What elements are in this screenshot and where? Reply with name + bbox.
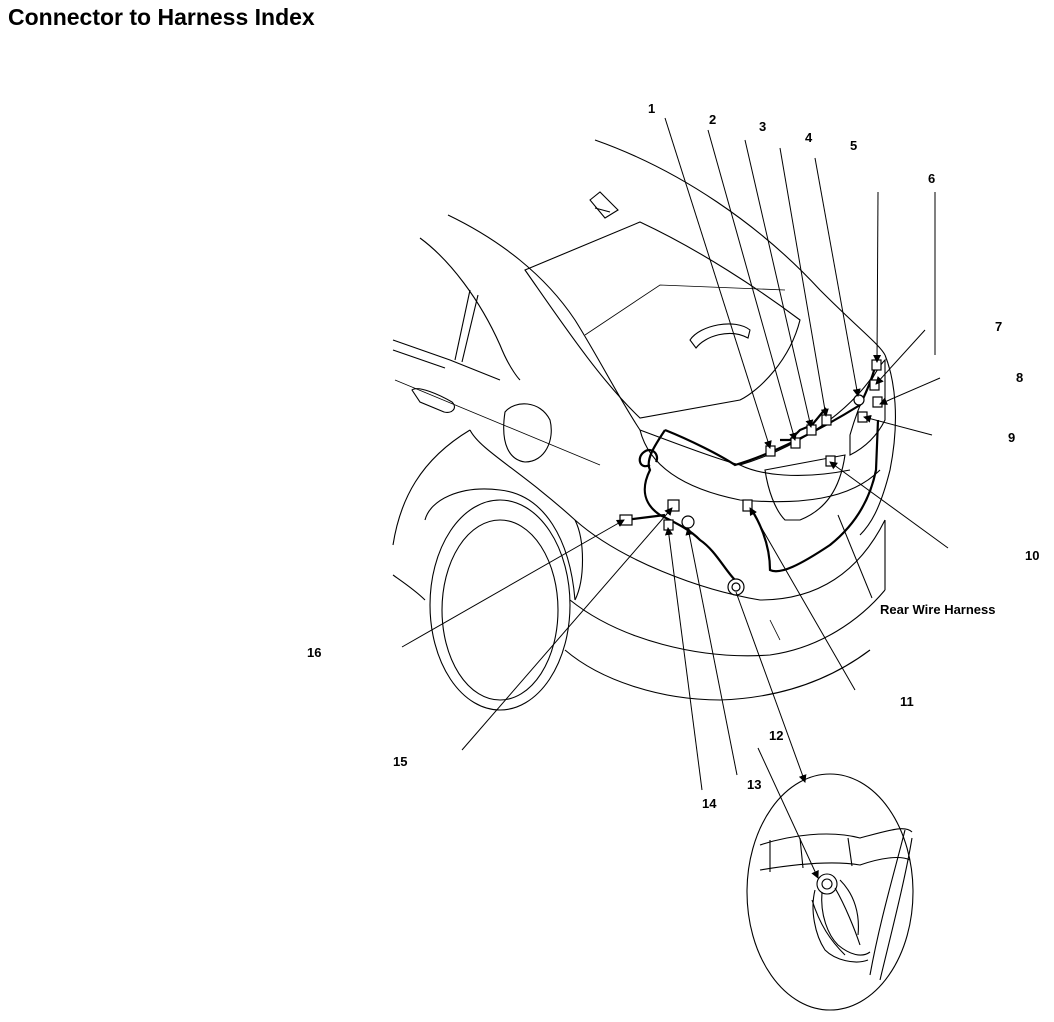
callout-4: 4 [805, 130, 813, 145]
vehicle-rear-outline-icon [392, 139, 896, 711]
callout-5: 5 [850, 138, 857, 153]
grommet-detail-icon [746, 773, 914, 1011]
connector-16 [619, 514, 633, 526]
callout-11: 11 [900, 694, 914, 709]
connector-5 [853, 394, 865, 406]
connector-6 [871, 359, 882, 371]
callout-16: 16 [307, 645, 321, 660]
callout-3: 3 [759, 119, 766, 134]
callout-13: 13 [747, 777, 761, 792]
connector-7 [869, 379, 880, 391]
connector-8 [872, 396, 883, 408]
callout-8: 8 [1016, 370, 1023, 385]
callout-10: 10 [1025, 548, 1039, 563]
callout-6: 6 [928, 171, 935, 186]
rear-wire-harness-label: Rear Wire Harness [880, 602, 996, 617]
connector-4 [821, 414, 832, 426]
leader-lines [401, 117, 949, 879]
callout-14: 14 [702, 796, 717, 811]
page-title: Connector to Harness Index [8, 4, 315, 30]
callout-2: 2 [709, 112, 716, 127]
callout-7: 7 [995, 319, 1002, 334]
connectors [619, 359, 883, 596]
connector-3 [806, 424, 817, 436]
connector-15 [667, 499, 680, 512]
callout-1: 1 [648, 101, 655, 116]
callout-labels: 1 2 3 4 5 6 7 8 9 10 11 12 13 14 15 16 R… [307, 101, 1039, 811]
callout-9: 9 [1008, 430, 1015, 445]
connector-11 [742, 499, 753, 512]
callout-12: 12 [769, 728, 783, 743]
connector-13 [681, 515, 695, 529]
connector-1 [765, 445, 776, 457]
connector-2 [790, 437, 801, 449]
callout-15: 15 [393, 754, 407, 769]
